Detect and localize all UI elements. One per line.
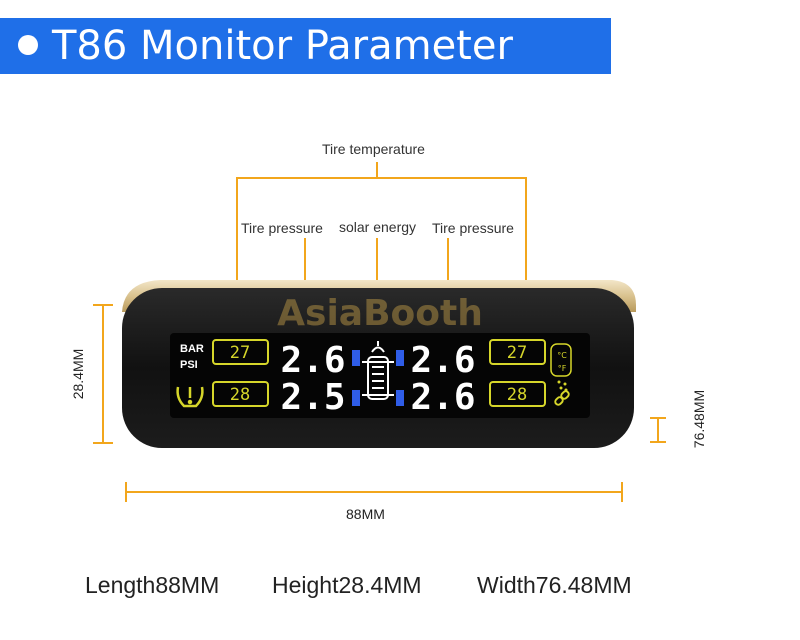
bullet-icon (18, 35, 38, 55)
width-dimension-label: 76.48MM (691, 389, 707, 449)
length-dimension-label: 88MM (346, 506, 385, 522)
car-tire-icon (362, 341, 394, 400)
unit-bar: BAR (180, 343, 204, 355)
watermark-text: AsiaBooth (277, 293, 483, 334)
front-left-pressure: 2.6 (280, 340, 345, 381)
tire-temperature-label: Tire temperature (322, 141, 425, 157)
unit-psi: PSI (180, 359, 198, 371)
temp-unit-box (550, 343, 572, 377)
temp-unit-c: °C (557, 351, 567, 360)
rear-left-pressure: 2.5 (280, 377, 345, 418)
rear-left-temp-box (212, 381, 269, 407)
front-right-temp-box (489, 339, 546, 365)
solar-energy-label: solar energy (339, 219, 417, 235)
front-right-temp: 27 (507, 343, 527, 363)
spec-height: Height28.4MM (272, 572, 422, 598)
front-left-temp: 27 (230, 343, 250, 363)
temp-unit-f: °F (558, 364, 567, 373)
front-left-temp-box (212, 339, 269, 365)
tpms-warning-icon (176, 386, 204, 408)
dimension-lines (93, 304, 666, 502)
title-banner: T86 Monitor Parameter (0, 18, 611, 74)
rear-right-temp-box (489, 381, 546, 407)
rear-right-temp: 28 (507, 385, 527, 405)
banner-title: T86 Monitor Parameter (52, 23, 513, 69)
spec-length: Length88MM (85, 572, 220, 598)
link-icon (554, 390, 570, 406)
tire-pressure-right-label: Tire pressure (432, 220, 514, 236)
tire-pressure-left-label: Tire pressure (241, 220, 323, 236)
front-right-pressure: 2.6 (410, 340, 475, 381)
height-dimension-label: 28.4MM (70, 348, 86, 400)
temperature-bracket (236, 177, 527, 318)
rear-left-temp: 28 (230, 385, 250, 405)
rear-right-pressure: 2.6 (410, 377, 475, 418)
spec-width: Width76.48MM (477, 572, 632, 598)
wheel-indicators (352, 350, 404, 406)
lcd-screen (170, 333, 590, 418)
